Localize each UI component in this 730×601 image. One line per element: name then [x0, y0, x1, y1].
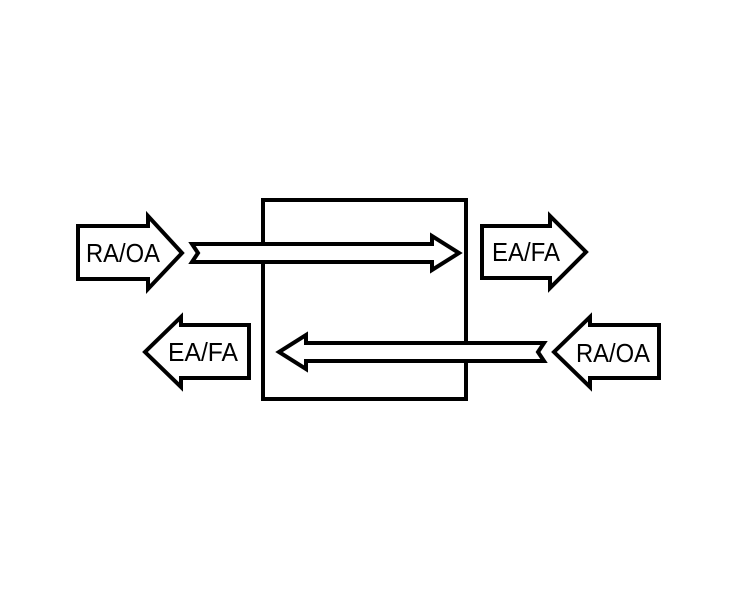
top-right-arrow: EA/FA: [480, 211, 589, 293]
central-unit-box: [261, 198, 468, 401]
bottom-right-arrow-shape: [551, 312, 661, 392]
bottom-left-arrow: EA/FA: [142, 312, 251, 392]
bottom-left-arrow-label: EA/FA: [168, 337, 239, 367]
bottom-right-arrow: RA/OA: [551, 312, 661, 392]
top-left-arrow-label: RA/OA: [86, 238, 161, 268]
top-right-arrow-label: EA/FA: [492, 237, 561, 267]
internal-flow-arrow-left: [275, 331, 548, 373]
internal-flow-arrow-right: [188, 232, 463, 274]
top-left-arrow: RA/OA: [76, 210, 185, 295]
top-left-arrow-shape: [76, 210, 185, 295]
bottom-left-arrow-shape: [142, 312, 251, 392]
bottom-right-arrow-label: RA/OA: [576, 338, 651, 368]
top-right-arrow-shape: [480, 211, 589, 293]
